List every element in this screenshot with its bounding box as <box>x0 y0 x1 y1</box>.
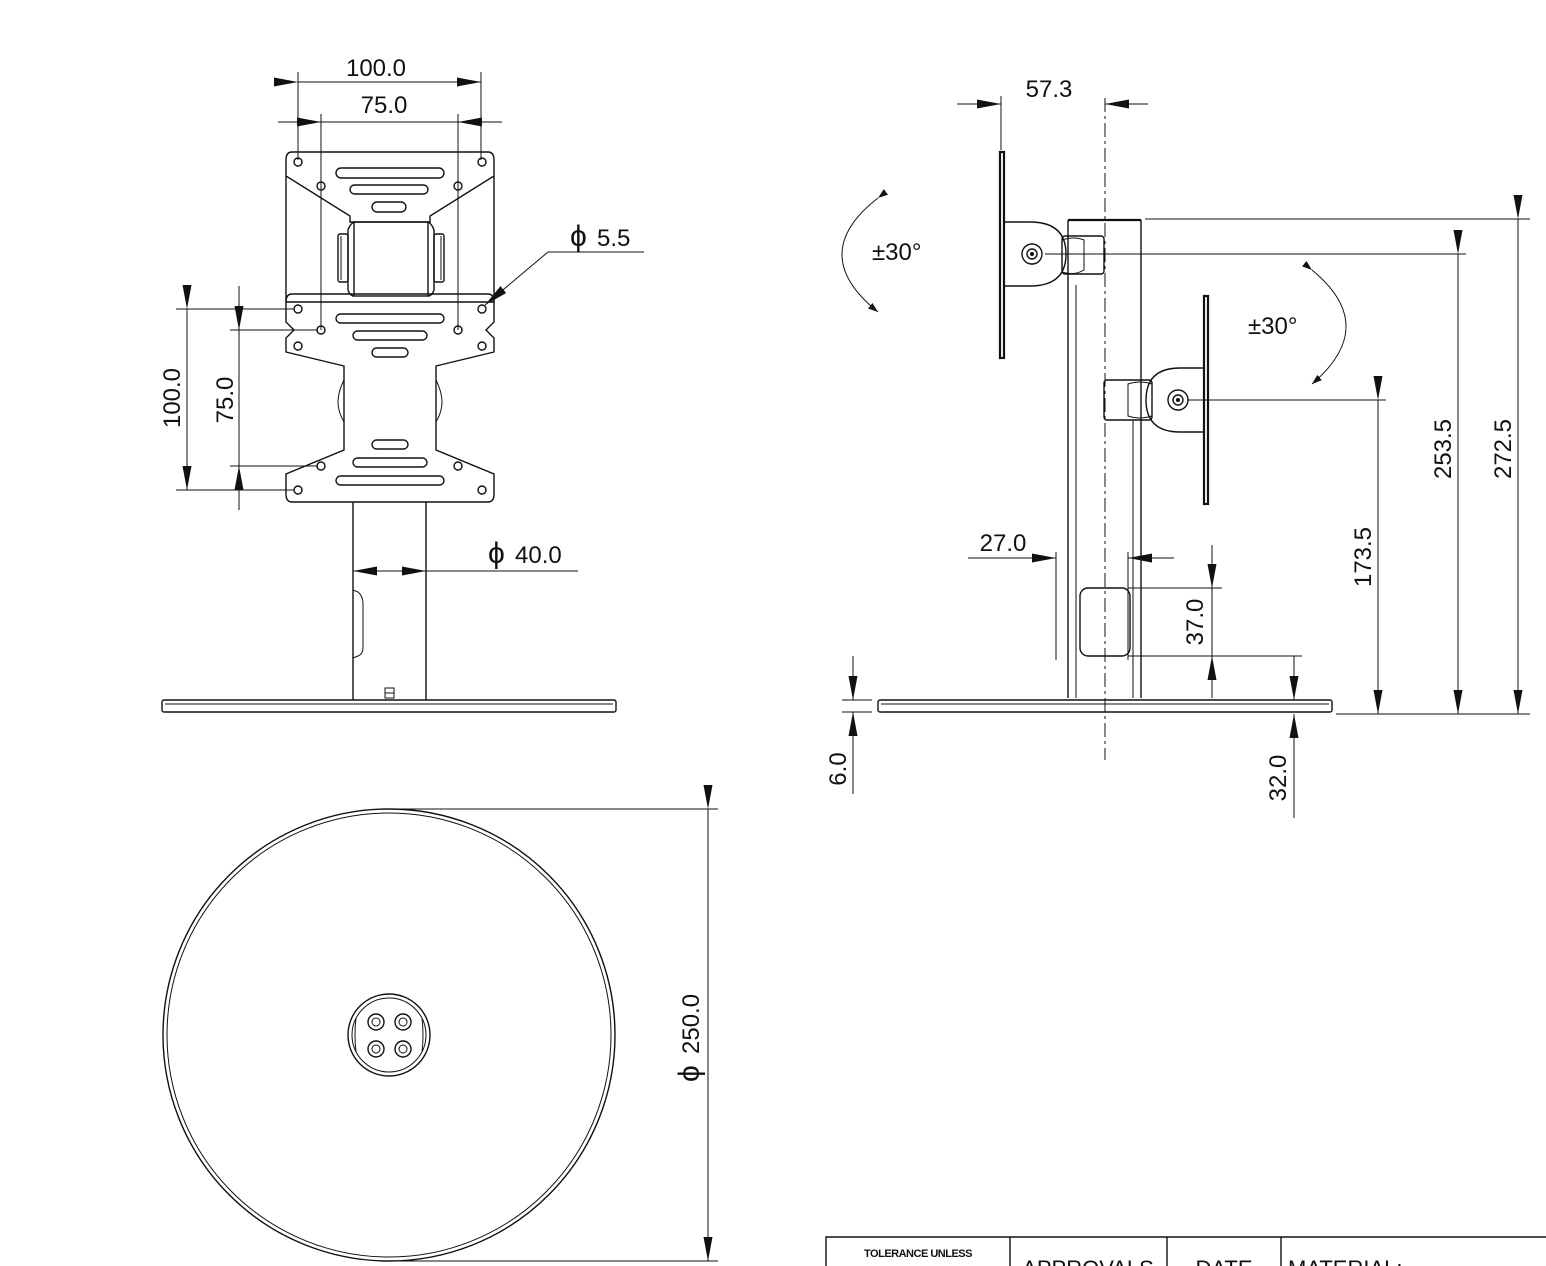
dim-lower-pivot: 173.5 <box>1350 527 1377 587</box>
plate-slot <box>349 184 429 195</box>
plate-slot <box>335 167 445 179</box>
tilt-lower: ±30° <box>1248 313 1297 340</box>
upper-mount <box>998 150 1105 360</box>
side-view: ±30° ±30° 57.3 272.5 253.5 173.5 27.0 37… <box>825 76 1530 818</box>
dim-pole-width: 27.0 <box>980 530 1027 557</box>
lower-vesa-plate <box>285 293 495 503</box>
dim-width-100: 100.0 <box>346 55 406 82</box>
base-side <box>877 699 1333 713</box>
date-label: DATE <box>1195 1256 1252 1266</box>
dim-upper-pivot: 253.5 <box>1430 419 1457 479</box>
dim-base-thickness: 6.0 <box>825 752 852 785</box>
tolerance-label: TOLERANCE UNLESS <box>864 1248 972 1260</box>
dim-base-diameter: 250.0 <box>678 994 705 1054</box>
top-view: ϕ 250.0 <box>162 785 718 1262</box>
tilt-upper: ±30° <box>872 239 921 266</box>
mounting-holes <box>293 157 487 495</box>
dim-total-height: 272.5 <box>1490 419 1517 479</box>
flange-screws <box>367 1013 412 1058</box>
pole-flange <box>347 993 431 1077</box>
approvals-label: APPROVALS <box>1022 1256 1154 1266</box>
dim-height-100: 100.0 <box>159 368 186 428</box>
dim-slot-height: 37.0 <box>1182 599 1209 646</box>
dim-slot-bottom: 32.0 <box>1265 755 1292 802</box>
dim-height-75: 75.0 <box>212 377 239 424</box>
pivot-block <box>353 221 429 297</box>
front-view: 100.0 75.0 ϕ 5.5 100.0 75.0 ϕ 40.0 <box>159 55 644 713</box>
base-front <box>161 699 617 713</box>
dim-pole-diameter: 40.0 <box>515 542 562 569</box>
tilt-arc-lower <box>1302 260 1347 385</box>
dim-offset: 57.3 <box>1026 76 1073 103</box>
plate-slot <box>371 201 407 213</box>
dim-hole-symbol: ϕ <box>570 220 587 253</box>
pole-front <box>352 502 427 700</box>
upper-vesa-plate <box>285 151 495 223</box>
dim-pole-symbol: ϕ <box>488 537 505 570</box>
dim-hole-diameter: 5.5 <box>597 225 630 252</box>
dim-width-75: 75.0 <box>361 92 408 119</box>
cable-slot <box>1079 587 1131 657</box>
title-block: TOLERANCE UNLESS APPROVALS DATE MATERIAL… <box>825 1236 1546 1266</box>
material-label: MATERIAL: <box>1288 1256 1403 1266</box>
tilt-arc-upper <box>841 189 889 313</box>
dim-base-symbol: ϕ <box>673 1065 706 1082</box>
base-disc <box>162 808 616 1262</box>
